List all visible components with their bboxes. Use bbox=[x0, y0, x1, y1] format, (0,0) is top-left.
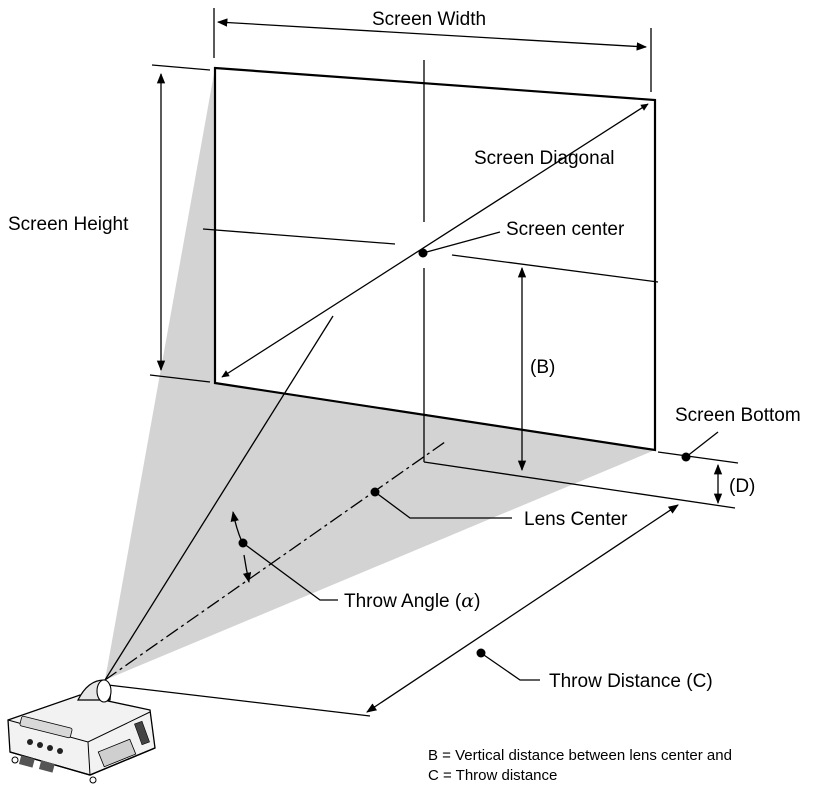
projection-cone bbox=[105, 68, 655, 680]
note-b-definition: B = Vertical distance between lens cente… bbox=[428, 747, 732, 764]
b-marker-label: (B) bbox=[530, 357, 555, 378]
screen-bottom-leader bbox=[685, 431, 719, 458]
throw-distance-label: Throw Distance (C) bbox=[549, 671, 713, 692]
screen-diagonal-label: Screen Diagonal bbox=[474, 148, 614, 169]
screen-width-label: Screen Width bbox=[372, 9, 486, 30]
screen-height-dimension bbox=[149, 64, 211, 383]
throw-angle-leader bbox=[242, 542, 338, 601]
lens-center-axis bbox=[104, 441, 446, 681]
projector-illustration bbox=[7, 679, 156, 784]
lens-center-label: Lens Center bbox=[524, 509, 628, 530]
throw-angle-label: Throw Angle (α) bbox=[344, 590, 480, 612]
screen-bottom-label: Screen Bottom bbox=[675, 405, 801, 426]
screen-center-label: Screen center bbox=[506, 219, 625, 240]
throw-distance-dimension bbox=[107, 504, 679, 717]
floor-lines bbox=[423, 451, 739, 509]
throw-angle-symbol: α bbox=[461, 590, 474, 612]
note-c-definition: C = Throw distance bbox=[428, 767, 557, 784]
screen-center-leader bbox=[422, 231, 501, 254]
screen-width-dimension bbox=[213, 8, 652, 92]
d-marker-label: (D) bbox=[729, 476, 755, 497]
screen-rectangle bbox=[213, 66, 657, 452]
screen-diagonal-line bbox=[221, 103, 649, 378]
throw-distance-leader bbox=[480, 652, 540, 681]
throw-angle-prefix: Throw Angle ( bbox=[344, 591, 462, 612]
throw-angle-suffix: ) bbox=[474, 591, 480, 612]
throw-ray bbox=[104, 315, 334, 681]
screen-height-label: Screen Height bbox=[8, 214, 129, 235]
